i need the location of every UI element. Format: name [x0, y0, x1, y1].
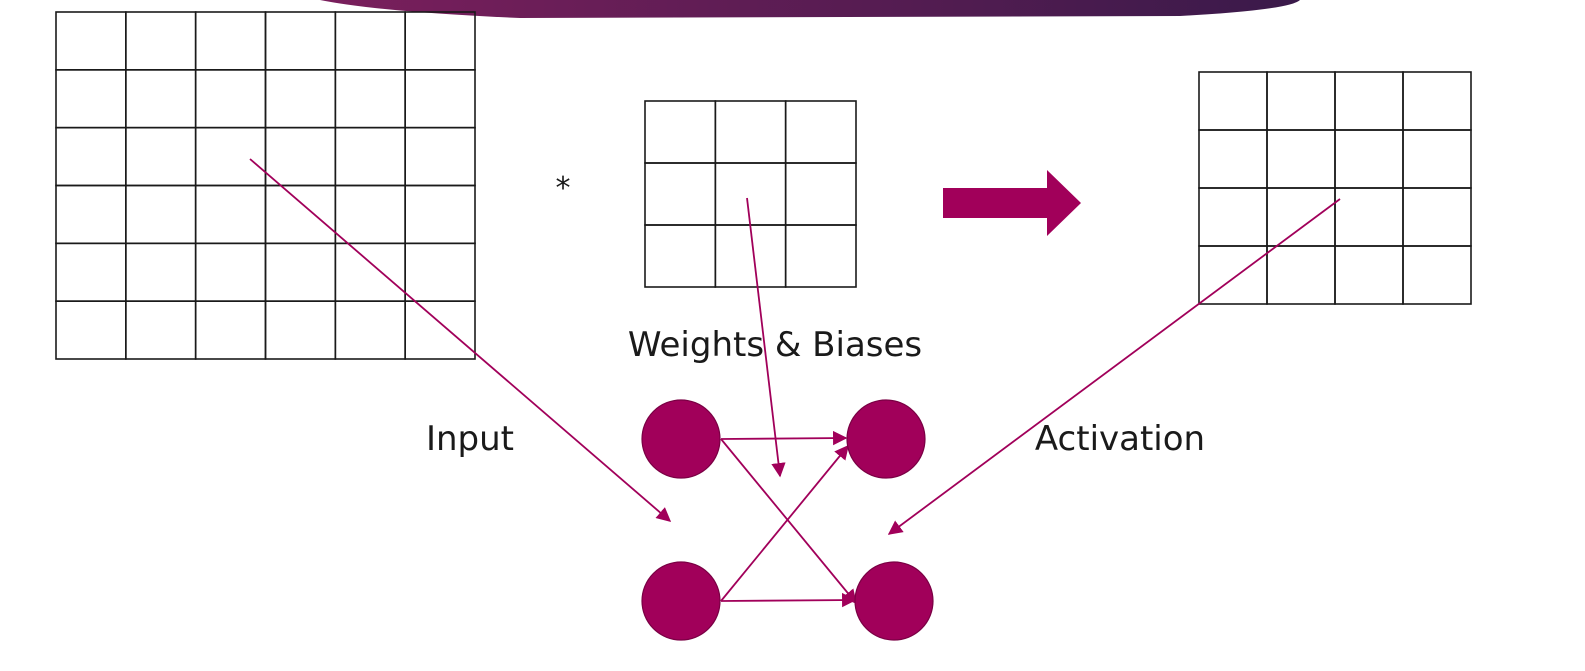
input-cell — [194, 69, 267, 129]
output-cell — [1334, 129, 1404, 189]
input-cell — [264, 300, 337, 360]
kernel-cell — [784, 100, 857, 164]
input-cell — [404, 69, 476, 129]
neuron-output-top — [846, 399, 926, 479]
activation-pointer-arrow — [887, 198, 1341, 535]
input-cell — [125, 300, 197, 360]
input-cell — [125, 126, 197, 187]
output-cell — [1198, 129, 1268, 189]
output-cell — [1402, 245, 1472, 305]
pointer-arrows — [249, 158, 1341, 535]
kernel-cell — [784, 224, 857, 288]
connection-bottom-top — [720, 444, 849, 602]
kernel-matrix-grid — [644, 100, 857, 288]
input-cell — [55, 184, 127, 245]
input-cell — [334, 300, 406, 360]
input-cell — [55, 300, 127, 360]
input-cell — [404, 11, 476, 71]
output-cell — [1198, 187, 1268, 247]
output-cell — [1266, 129, 1336, 189]
input-cell — [334, 242, 406, 302]
input-cell — [194, 11, 267, 71]
input-cell — [264, 184, 337, 245]
output-matrix-grid — [1198, 71, 1472, 305]
output-cell — [1402, 129, 1472, 189]
convolution-operator: * — [556, 171, 571, 206]
input-cell — [404, 300, 476, 360]
weights-biases-label: Weights & Biases — [628, 325, 922, 365]
connection-bottom-bottom — [720, 592, 857, 608]
output-cell — [1198, 71, 1268, 131]
neuron-input-top — [641, 399, 721, 479]
network-connections — [720, 430, 857, 608]
neuron-output-bottom — [854, 561, 934, 641]
input-cell — [125, 184, 197, 245]
input-cell — [55, 11, 127, 71]
input-cell — [194, 242, 267, 302]
connection-top-top — [720, 430, 848, 446]
connection-top-bottom — [720, 438, 857, 605]
output-cell — [1334, 187, 1404, 247]
input-cell — [264, 242, 337, 302]
header-banner — [320, 0, 1300, 18]
result-arrow-icon — [943, 170, 1081, 236]
input-cell — [55, 126, 127, 187]
input-cell — [125, 11, 197, 71]
kernel-cell — [714, 162, 787, 226]
input-cell — [404, 242, 476, 302]
output-cell — [1334, 245, 1404, 305]
input-cell — [194, 184, 267, 245]
input-cell — [334, 69, 406, 129]
input-pointer-arrow — [249, 158, 672, 522]
input-cell — [55, 69, 127, 129]
output-cell — [1402, 71, 1472, 131]
input-cell — [334, 184, 406, 245]
neuron-input-bottom — [641, 561, 721, 641]
kernel-cell — [714, 100, 787, 164]
neural-network — [641, 399, 934, 641]
input-cell — [404, 126, 476, 187]
kernel-cell — [784, 162, 857, 226]
output-cell — [1402, 187, 1472, 247]
kernel-cell — [644, 162, 717, 226]
activation-label: Activation — [1035, 419, 1205, 459]
input-cell — [334, 126, 406, 187]
input-cell — [264, 126, 337, 187]
input-cell — [264, 11, 337, 71]
input-label: Input — [426, 419, 514, 459]
input-cell — [404, 184, 476, 245]
input-cell — [125, 69, 197, 129]
input-cell — [55, 242, 127, 302]
input-cell — [194, 300, 267, 360]
input-cell — [264, 69, 337, 129]
kernel-cell — [644, 100, 717, 164]
input-cell — [194, 126, 267, 187]
input-matrix-grid — [55, 11, 476, 360]
weights-pointer-arrow — [746, 197, 786, 478]
output-cell — [1334, 71, 1404, 131]
input-cell — [125, 242, 197, 302]
input-cell — [334, 11, 406, 71]
output-cell — [1266, 71, 1336, 131]
output-cell — [1266, 245, 1336, 305]
output-cell — [1266, 187, 1336, 247]
kernel-cell — [644, 224, 717, 288]
